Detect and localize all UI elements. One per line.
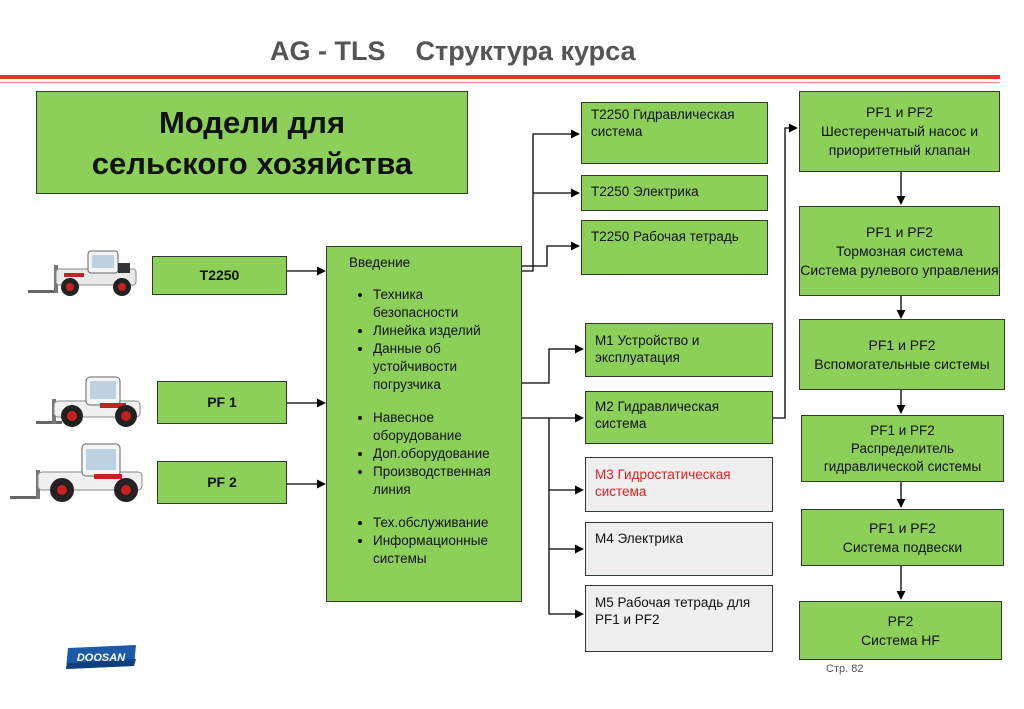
arrow-intro-t2250-hydraulics [521, 129, 580, 272]
list-item: Тех.обслуживание [373, 514, 511, 532]
pf-module-brakes-steering: PF1 и PF2 Тормозная система Система руле… [799, 206, 1000, 296]
intro-box: Введение Техника безопасности Линейка из… [326, 246, 522, 602]
module-label: M3 Гидростатическая система [595, 467, 731, 499]
telehandler-icon [10, 443, 143, 502]
model-label: T2250 [199, 267, 240, 283]
header-rule-thin [0, 82, 1000, 83]
module-m1: M1 Устройство и эксплуатация [585, 323, 773, 377]
arrow-intro-m4 [548, 490, 584, 554]
main-title-line2: сельского хозяйства [91, 145, 413, 181]
pf-module-distributor: PF1 и PF2 Распределитель гидравлической … [801, 415, 1004, 482]
module-label: T2250 Электрика [591, 184, 699, 199]
list-item: Данные об устойчивости погрузчика [373, 340, 511, 394]
header-rule [0, 75, 1000, 79]
module-label: PF1 и PF2 Вспомогательные системы [814, 336, 990, 372]
slide-title: AG - TLS Структура курса [270, 36, 636, 66]
list-item: Информационные системы [373, 532, 511, 568]
page-number: Стр. 82 [826, 663, 864, 675]
module-label: T2250 Рабочая тетрадь [591, 229, 739, 244]
intro-heading: Введение [349, 255, 411, 270]
module-m2: M2 Гидравлическая система [585, 391, 773, 444]
module-label: M4 Электрика [595, 531, 684, 546]
module-label: PF1 и PF2 Шестеренчатый насос и приорите… [820, 104, 979, 158]
list-item: Производственная линия [373, 463, 511, 499]
logo-text: DOOSAN [77, 652, 126, 664]
model-box-pf1: PF 1 [157, 381, 287, 424]
arrow-intro-m1 [521, 344, 584, 384]
main-title-line1: Модели для [158, 104, 346, 140]
module-m3: M3 Гидростатическая система [585, 457, 773, 512]
module-t2250-electrics: T2250 Электрика [581, 175, 768, 211]
model-box-t2250: T2250 [152, 256, 287, 295]
module-label: PF2 Система HF [861, 612, 940, 648]
module-m5: M5 Рабочая тетрадь для PF1 и PF2 [585, 585, 773, 652]
arrow-intro-t2250-workbook [521, 241, 580, 267]
telehandler-icon [28, 250, 137, 296]
arrow-intro-m5 [548, 549, 584, 619]
main-title-box: Модели для сельского хозяйства [36, 91, 468, 194]
model-label: PF 2 [207, 474, 237, 490]
intro-list: Техника безопасности Линейка изделий Дан… [349, 286, 511, 568]
module-label: M2 Гидравлическая система [595, 399, 720, 431]
list-item: Линейка изделий [373, 322, 511, 340]
module-m4: M4 Электрика [585, 522, 773, 576]
list-item: Техника безопасности [373, 286, 511, 322]
pf-module-suspension: PF1 и PF2 Система подвески [801, 509, 1004, 566]
pf-module-auxiliary: PF1 и PF2 Вспомогательные системы [799, 319, 1005, 390]
module-label: T2250 Гидравлическая система [591, 107, 735, 139]
arrow-m2-pf-column [772, 123, 798, 419]
module-label: M5 Рабочая тетрадь для PF1 и PF2 [595, 595, 751, 627]
module-label: PF1 и PF2 Система подвески [842, 519, 963, 555]
doosan-logo: DOOSAN [66, 645, 136, 669]
module-label: PF1 и PF2 Тормозная система Система руле… [800, 223, 999, 278]
list-item: Навесное оборудование [373, 409, 511, 445]
module-t2250-hydraulics: T2250 Гидравлическая система [581, 102, 768, 164]
module-label: M1 Устройство и эксплуатация [595, 333, 700, 365]
model-box-pf2: PF 2 [157, 461, 287, 504]
pf-module-pump: PF1 и PF2 Шестеренчатый насос и приорите… [799, 91, 1000, 172]
model-label: PF 1 [207, 394, 237, 410]
list-item: Доп.оборудование [373, 445, 511, 463]
telehandler-icon [36, 376, 141, 427]
module-t2250-workbook: T2250 Рабочая тетрадь [581, 220, 768, 275]
pf-module-hf: PF2 Система HF [799, 601, 1002, 660]
arrow-intro-m3 [548, 418, 584, 495]
module-label: PF1 и PF2 Распределитель гидравлической … [823, 422, 982, 474]
